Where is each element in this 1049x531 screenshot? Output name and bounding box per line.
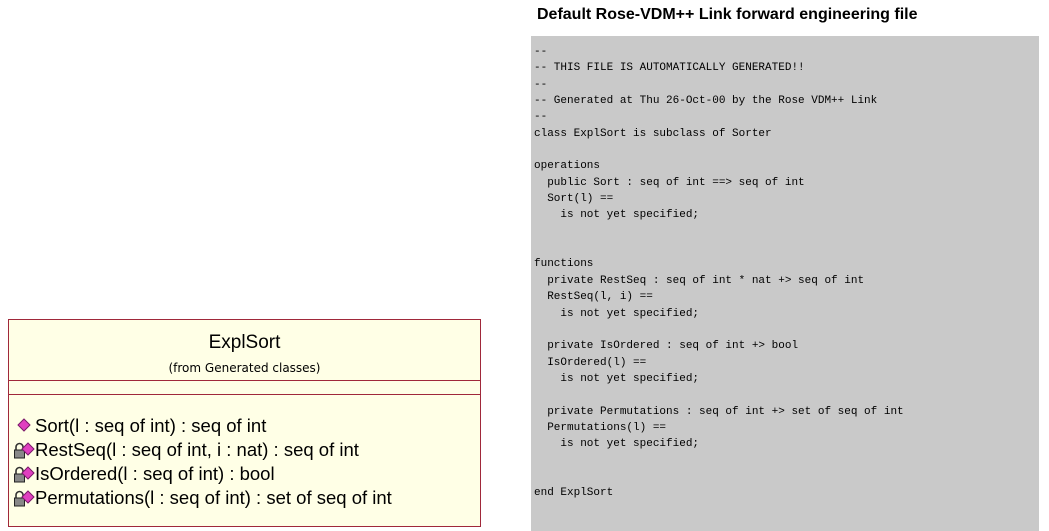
public-operation-icon [17, 418, 31, 432]
operation-isordered[interactable]: IsOrdered(l : seq of int) : bool [9, 462, 480, 486]
private-operation-lock-icon [14, 466, 35, 483]
class-package: (from Generated classes) [168, 361, 321, 375]
attributes-top-divider [9, 380, 480, 381]
operation-signature: RestSeq(l : seq of int, i : nat) : seq o… [35, 439, 359, 460]
private-operation-lock-icon [14, 490, 35, 507]
code-panel[interactable]: -- -- THIS FILE IS AUTOMATICALLY GENERAT… [531, 36, 1039, 531]
private-operation-lock-icon [14, 442, 35, 459]
operation-signature: Sort(l : seq of int) : seq of int [35, 415, 267, 436]
class-name: ExplSort [208, 332, 281, 353]
operation-restseq[interactable]: RestSeq(l : seq of int, i : nat) : seq o… [9, 438, 480, 462]
operation-signature: IsOrdered(l : seq of int) : bool [35, 463, 275, 484]
uml-class-box[interactable]: ExplSort (from Generated classes) Sort(l… [8, 319, 481, 527]
generated-code: -- -- THIS FILE IS AUTOMATICALLY GENERAT… [534, 46, 904, 500]
operations-list: Sort(l : seq of int) : seq of int RestSe… [9, 414, 480, 510]
operations-top-divider [9, 394, 480, 395]
operation-signature: Permutations(l : seq of int) : set of se… [35, 487, 392, 508]
operation-sort[interactable]: Sort(l : seq of int) : seq of int [9, 414, 480, 438]
code-file-title: Default Rose-VDM++ Link forward engineer… [537, 6, 918, 23]
operation-permutations[interactable]: Permutations(l : seq of int) : set of se… [9, 486, 480, 510]
